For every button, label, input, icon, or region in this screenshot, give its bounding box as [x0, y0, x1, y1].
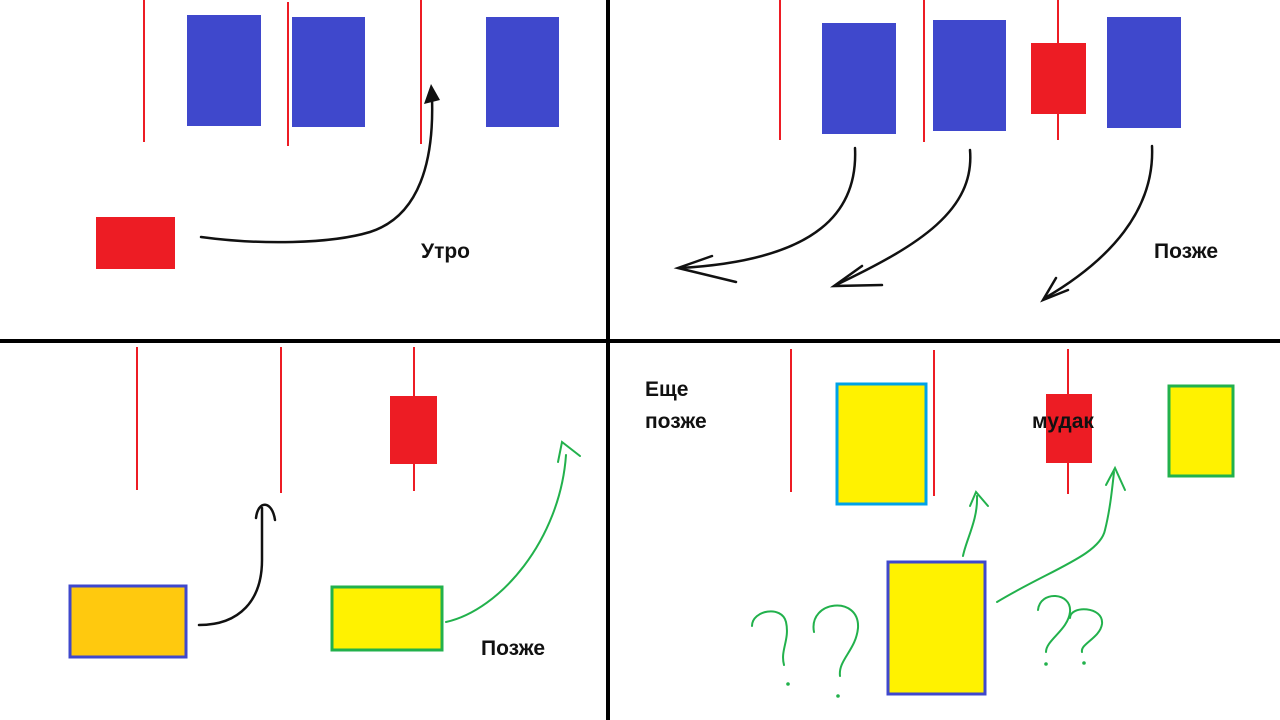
arrow-head	[673, 254, 738, 284]
arrow-head	[424, 84, 440, 104]
yellow-box	[330, 585, 444, 652]
arrow-head	[1040, 276, 1070, 303]
arrow-head	[969, 490, 989, 507]
black-arrow-up	[199, 96, 434, 244]
orange-box	[68, 584, 188, 659]
green-arrow-up	[445, 454, 567, 623]
red-candle	[1046, 394, 1092, 463]
arrow-head	[1105, 465, 1126, 491]
label-word: мудак	[1032, 410, 1094, 433]
label-even-later-line1: Еще	[645, 378, 689, 401]
black-arrow-down	[1043, 144, 1154, 300]
question-mark-icon	[812, 604, 860, 677]
question-mark-icon	[1069, 608, 1104, 653]
question-dot	[836, 694, 840, 698]
yellow-box-blue-border	[886, 560, 987, 696]
question-dot	[786, 682, 790, 686]
green-arrow-up	[996, 471, 1115, 603]
arrow-head	[829, 264, 884, 288]
panel-top-right	[673, 0, 1181, 303]
yellow-box-green-border	[1167, 384, 1235, 478]
red-candle	[1031, 43, 1086, 114]
blue-candle	[822, 23, 896, 134]
question-dot	[1044, 662, 1048, 666]
green-arrow-up	[962, 495, 979, 557]
panel-bottom-right	[751, 349, 1235, 698]
blue-candle	[292, 17, 365, 127]
yellow-box-cyan-border	[835, 382, 928, 506]
question-dot	[1082, 661, 1086, 665]
label-morning: Утро	[421, 240, 471, 263]
blue-candle	[1107, 17, 1181, 128]
blue-candle	[933, 20, 1006, 131]
blue-candle	[187, 15, 261, 126]
panel-bottom-left	[68, 347, 581, 659]
black-arrow-up	[197, 506, 264, 627]
blue-candle	[486, 17, 559, 127]
black-arrow-down	[678, 146, 857, 270]
label-even-later-line2: позже	[645, 410, 707, 433]
question-mark-icon	[1037, 595, 1072, 653]
question-mark-icon	[751, 610, 788, 666]
red-candle	[96, 217, 175, 269]
arrow-head	[254, 503, 277, 522]
red-candle	[390, 396, 437, 464]
arrow-head	[557, 440, 581, 463]
label-later-bottom-left: Позже	[481, 637, 546, 660]
label-later-top-right: Позже	[1154, 240, 1219, 263]
black-arrow-down	[834, 148, 972, 287]
panel-top-left	[96, 0, 559, 269]
